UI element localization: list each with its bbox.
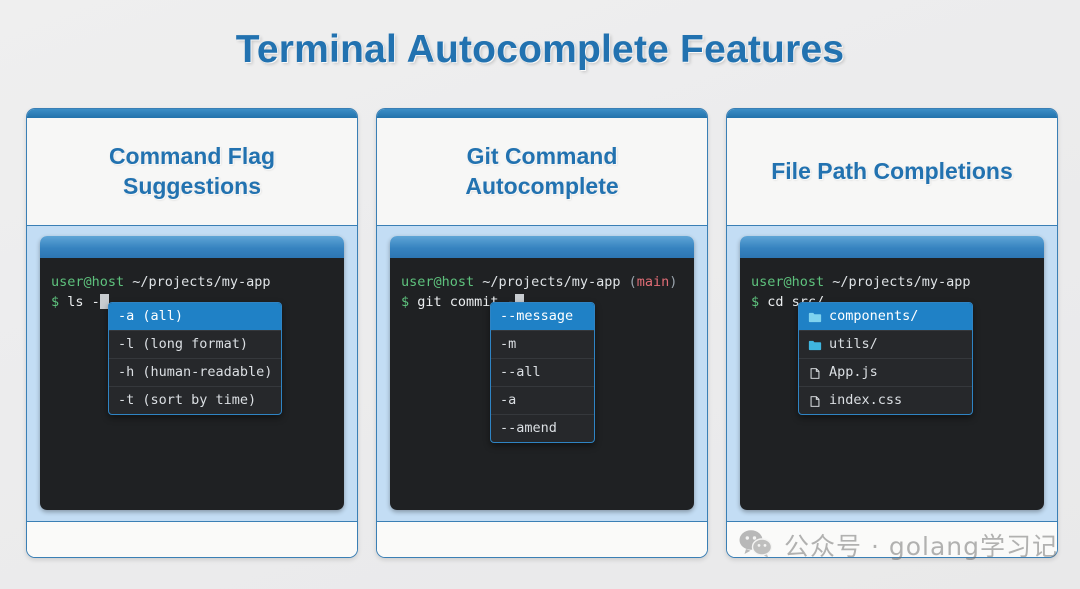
suggestion-label: --all (500, 364, 541, 380)
suggestion-item[interactable]: --message (491, 303, 594, 331)
terminal-prompt-line: user@host ~/projects/my-app (751, 272, 1033, 292)
folder-icon (808, 338, 822, 351)
suggestion-item[interactable]: utils/ (799, 331, 972, 359)
suggestion-label: -l (long format) (118, 336, 249, 352)
suggestion-item[interactable]: -m (491, 331, 594, 359)
terminal-titlebar[interactable] (390, 236, 694, 258)
card-title: File Path Completions (771, 157, 1013, 184)
card-footer (377, 521, 707, 557)
suggestion-label: App.js (829, 364, 878, 380)
terminal-screen[interactable]: user@host ~/projects/my-app $ cd src/ co… (740, 258, 1044, 510)
terminal-prompt-line: user@host ~/projects/my-app (51, 272, 333, 292)
suggestion-item[interactable]: -l (long format) (109, 331, 281, 359)
cursor-caret (99, 294, 109, 309)
prompt-user: user@host (51, 274, 125, 290)
card-header: Command Flag Suggestions (27, 118, 357, 226)
prompt-dollar: $ (401, 294, 410, 310)
suggestion-dropdown[interactable]: components/ utils/ App.js (798, 302, 973, 415)
card-header: Git Command Autocomplete (377, 118, 707, 226)
card-topbar (727, 109, 1057, 118)
prompt-dollar: $ (751, 294, 760, 310)
card-title: Git Command Autocomplete (465, 143, 619, 199)
suggestion-item[interactable]: -t (sort by time) (109, 387, 281, 414)
suggestion-label: -h (human-readable) (118, 364, 273, 380)
terminal-titlebar[interactable] (40, 236, 344, 258)
suggestion-label: -a (500, 392, 517, 408)
suggestion-item[interactable]: --all (491, 359, 594, 387)
suggestion-item[interactable]: index.css (799, 387, 972, 414)
suggestion-item[interactable]: -a (all) (109, 303, 281, 331)
terminal-prompt-line: user@host ~/projects/my-app (main) (401, 272, 683, 292)
cards-row: Command Flag Suggestions user@host ~/pro… (26, 108, 1080, 558)
suggestion-item[interactable]: components/ (799, 303, 972, 331)
suggestion-label: --amend (500, 420, 557, 436)
card-command-flag-suggestions: Command Flag Suggestions user@host ~/pro… (26, 108, 358, 558)
prompt-dollar: $ (51, 294, 60, 310)
suggestion-label: --message (500, 308, 574, 324)
card-footer (27, 521, 357, 557)
suggestion-item[interactable]: --amend (491, 415, 594, 442)
card-title: Command Flag Suggestions (108, 143, 276, 199)
card-body: user@host ~/projects/my-app $ cd src/ co… (727, 226, 1057, 521)
card-body: user@host ~/projects/my-app (main) $ git… (377, 226, 707, 521)
file-icon (808, 366, 822, 379)
suggestion-label: -m (500, 336, 517, 352)
prompt-git-branch: (main) (628, 274, 678, 290)
card-header: File Path Completions (727, 118, 1057, 226)
terminal-screen[interactable]: user@host ~/projects/my-app (main) $ git… (390, 258, 694, 510)
terminal-command-line: $ ls - (51, 292, 333, 312)
prompt-path: ~/projects/my-app (832, 274, 971, 290)
suggestion-item[interactable]: -a (491, 387, 594, 415)
card-topbar (377, 109, 707, 118)
suggestion-item[interactable]: -h (human-readable) (109, 359, 281, 387)
card-file-path-completions: File Path Completions user@host ~/projec… (726, 108, 1058, 558)
terminal-window: user@host ~/projects/my-app (main) $ git… (390, 236, 694, 510)
terminal-window: user@host ~/projects/my-app $ cd src/ co… (740, 236, 1044, 510)
card-topbar (27, 109, 357, 118)
suggestion-dropdown[interactable]: --message -m --all -a --amend (490, 302, 595, 443)
terminal-screen[interactable]: user@host ~/projects/my-app $ ls - -a (a… (40, 258, 344, 510)
suggestion-label: -a (all) (118, 308, 184, 324)
folder-icon (808, 310, 822, 323)
prompt-path: ~/projects/my-app (482, 274, 621, 290)
page-title: Terminal Autocomplete Features (235, 28, 845, 71)
file-icon (808, 394, 822, 407)
suggestion-item[interactable]: App.js (799, 359, 972, 387)
git-branch-name: main (636, 274, 670, 290)
suggestion-label: -t (sort by time) (118, 392, 257, 408)
suggestion-dropdown[interactable]: -a (all) -l (long format) -h (human-read… (108, 302, 282, 415)
terminal-command: ls - (67, 294, 100, 310)
suggestion-label: utils/ (829, 336, 878, 352)
card-footer (727, 521, 1057, 557)
prompt-user: user@host (401, 274, 475, 290)
cursor-caret (514, 294, 524, 309)
suggestion-label: components/ (829, 308, 919, 324)
prompt-user: user@host (751, 274, 825, 290)
card-body: user@host ~/projects/my-app $ ls - -a (a… (27, 226, 357, 521)
card-git-command-autocomplete: Git Command Autocomplete user@host ~/pro… (376, 108, 708, 558)
terminal-window: user@host ~/projects/my-app $ ls - -a (a… (40, 236, 344, 510)
suggestion-label: index.css (829, 392, 903, 408)
terminal-titlebar[interactable] (740, 236, 1044, 258)
prompt-path: ~/projects/my-app (132, 274, 271, 290)
